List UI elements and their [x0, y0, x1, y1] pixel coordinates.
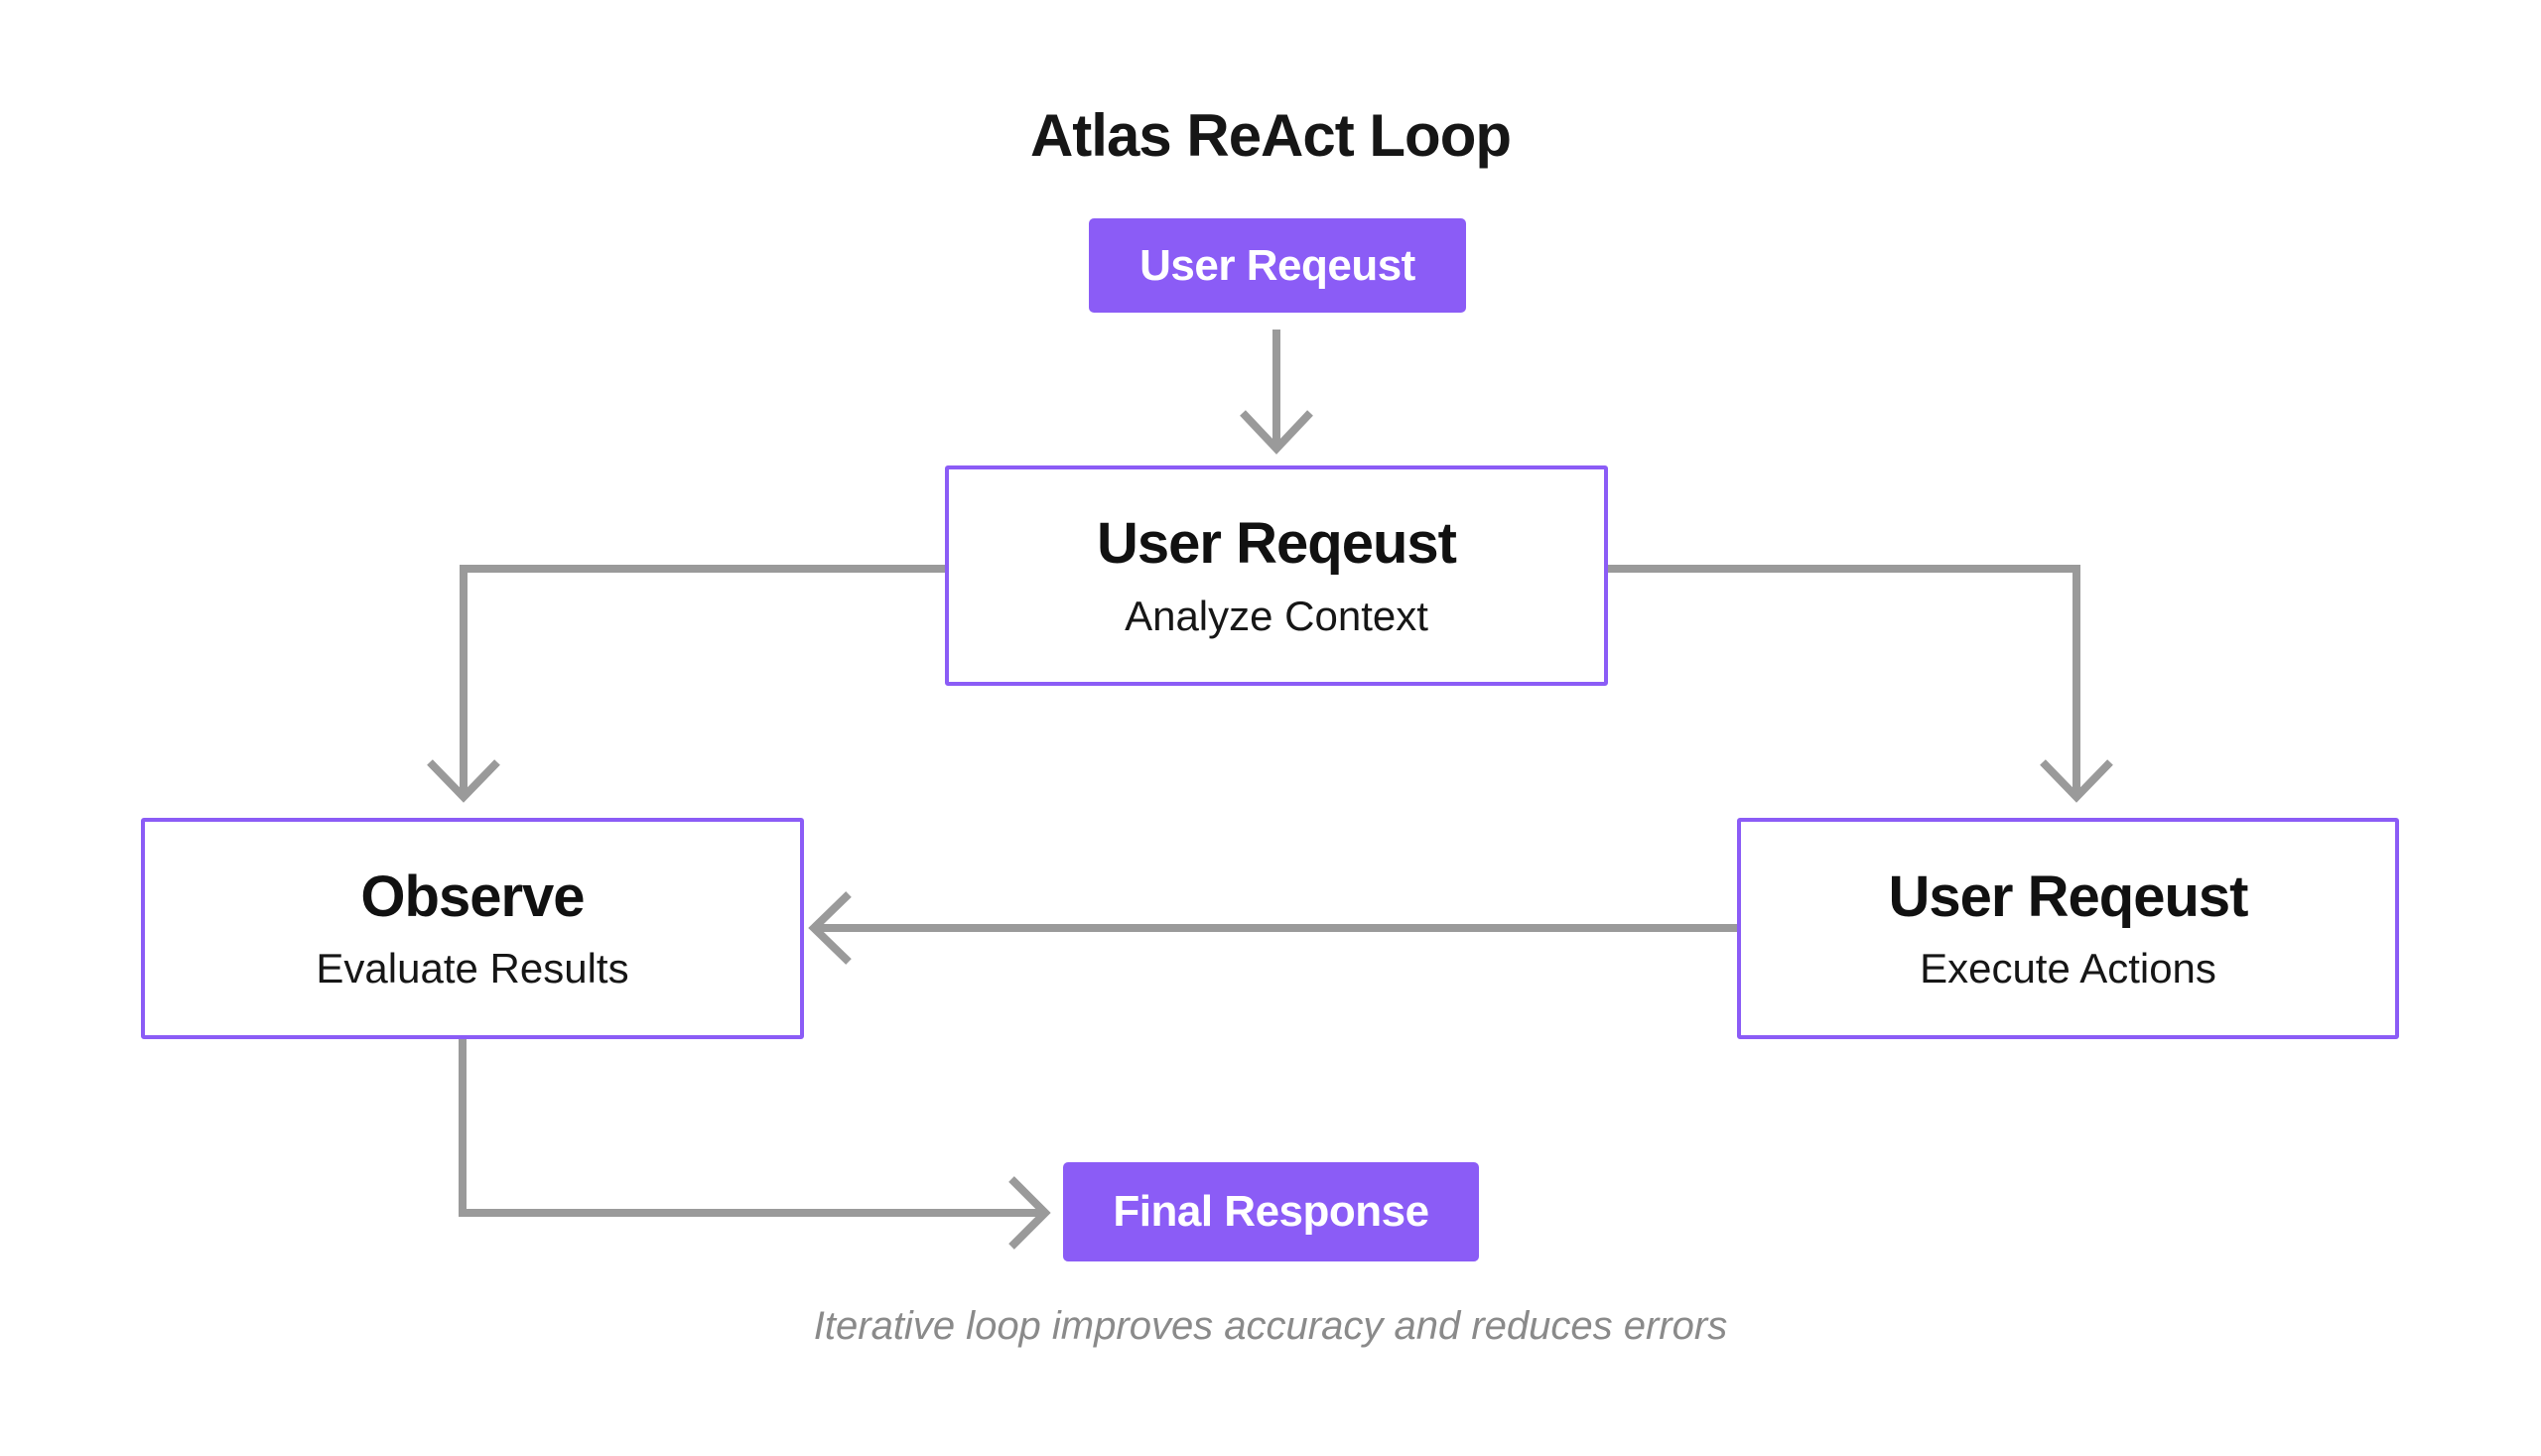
node-observe-title: Observe [360, 863, 585, 929]
arrow-reason-to-observe [427, 565, 945, 803]
arrow-start-to-reason [1240, 330, 1313, 455]
arrow-observe-to-final [459, 1039, 1051, 1250]
diagram-caption: Iterative loop improves accuracy and red… [813, 1304, 1728, 1348]
node-final-response-label: Final Response [1113, 1187, 1429, 1236]
node-user-request: User Reqeust [1089, 218, 1466, 313]
arrow-act-to-observe [808, 891, 1737, 965]
node-final-response: Final Response [1063, 1162, 1479, 1261]
node-reason: User Reqeust Analyze Context [945, 465, 1608, 686]
node-reason-subtitle: Analyze Context [1125, 592, 1428, 639]
node-observe: Observe Evaluate Results [141, 818, 804, 1039]
node-act-subtitle: Execute Actions [1920, 945, 2216, 993]
node-act: User Reqeust Execute Actions [1737, 818, 2399, 1039]
node-act-title: User Reqeust [1888, 863, 2249, 929]
arrow-reason-to-act [1608, 565, 2113, 803]
node-reason-title: User Reqeust [1097, 511, 1457, 576]
diagram-title: Atlas ReAct Loop [1029, 102, 1512, 169]
node-user-request-label: User Reqeust [1139, 240, 1415, 290]
node-observe-subtitle: Evaluate Results [316, 945, 629, 993]
